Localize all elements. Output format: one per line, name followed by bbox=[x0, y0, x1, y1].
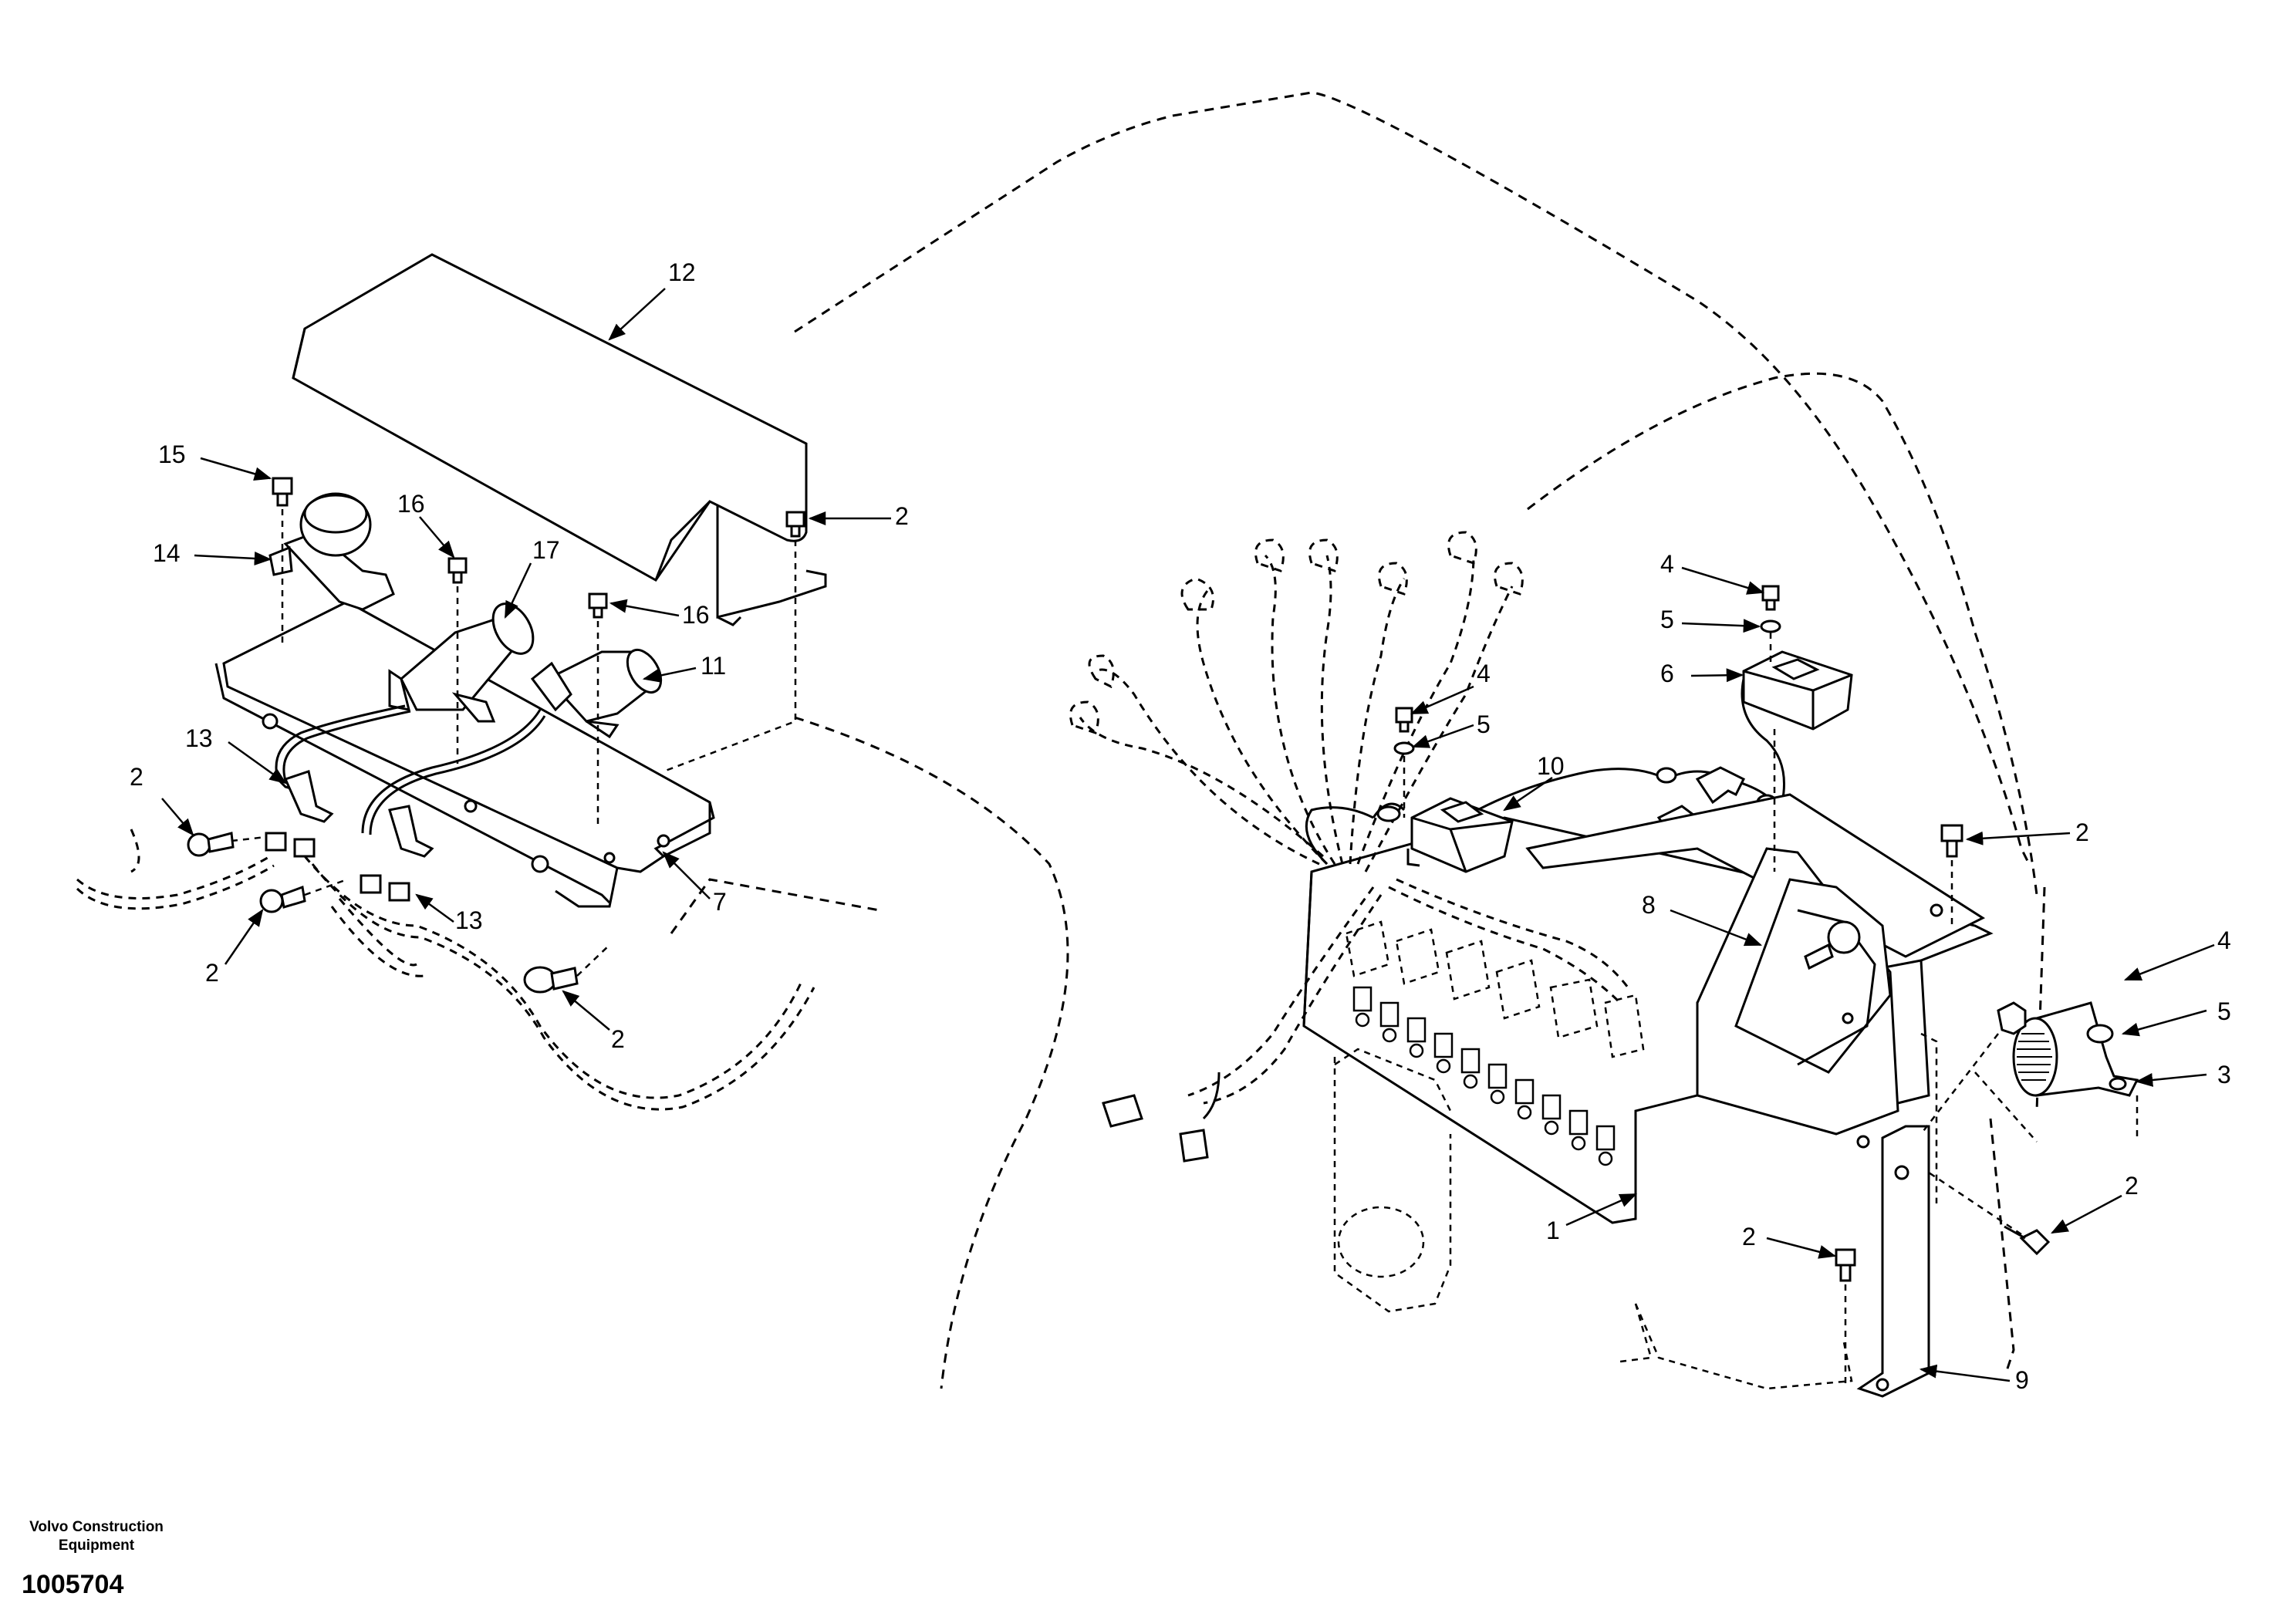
document-number: 1005704 bbox=[22, 1570, 124, 1599]
left-harness-dashed bbox=[76, 829, 815, 1111]
callout-13-a: 13 bbox=[185, 724, 213, 752]
callout-4-c: 4 bbox=[2217, 926, 2231, 954]
left-alignment-lines bbox=[231, 509, 797, 977]
right-alignment-lines bbox=[1403, 633, 2139, 1389]
manufacturer-label: Volvo Construction Equipment bbox=[8, 1518, 185, 1555]
callout-7: 7 bbox=[713, 888, 727, 916]
capacitor-17 bbox=[388, 602, 535, 723]
horn-3 bbox=[2012, 1001, 2139, 1097]
callout-5-b: 5 bbox=[1477, 710, 1491, 738]
manufacturer-line-1: Volvo Construction bbox=[29, 1519, 164, 1535]
callout-2-g: 2 bbox=[1742, 1223, 1756, 1250]
callout-5-a: 5 bbox=[1660, 606, 1674, 633]
callout-5-c: 5 bbox=[2217, 997, 2231, 1025]
cable-clips-13 bbox=[283, 770, 434, 858]
right-bolts bbox=[1393, 585, 2114, 1282]
callout-11: 11 bbox=[701, 652, 726, 680]
left-connectors bbox=[265, 832, 410, 902]
cover-plate bbox=[292, 253, 827, 626]
holder-bracket bbox=[1696, 847, 1899, 1149]
callout-15: 15 bbox=[158, 440, 186, 468]
left-bolts bbox=[187, 477, 805, 994]
callout-16-b: 16 bbox=[682, 601, 710, 629]
callout-numbers: 12 15 14 2 16 17 16 11 13 2 2 13 7 2 4 5… bbox=[130, 258, 2231, 1394]
callout-2-f: 2 bbox=[2125, 1172, 2139, 1200]
stay-bracket bbox=[1856, 1125, 1930, 1398]
manufacturer-line-2: Equipment bbox=[58, 1537, 135, 1554]
mounting-bracket bbox=[214, 600, 715, 908]
relay-component bbox=[268, 492, 395, 611]
callout-12: 12 bbox=[668, 258, 696, 286]
callout-14: 14 bbox=[153, 539, 181, 567]
module-6 bbox=[1742, 650, 1853, 731]
callout-2-e: 2 bbox=[2075, 818, 2089, 846]
callout-13-b: 13 bbox=[455, 906, 483, 934]
callout-2-d: 2 bbox=[611, 1025, 625, 1053]
callout-leaders bbox=[161, 288, 2215, 1382]
callout-2-c: 2 bbox=[205, 959, 219, 987]
callout-6: 6 bbox=[1660, 660, 1674, 687]
callout-1: 1 bbox=[1546, 1217, 1560, 1244]
board-dashed-components bbox=[1333, 920, 1853, 1390]
callout-4-a: 4 bbox=[1660, 550, 1674, 578]
callout-9: 9 bbox=[2015, 1366, 2029, 1394]
callout-4-b: 4 bbox=[1477, 660, 1491, 687]
wire-harness-loops bbox=[1069, 531, 1629, 1105]
callout-3: 3 bbox=[2217, 1061, 2231, 1088]
callout-2-a: 2 bbox=[895, 502, 909, 530]
callout-8: 8 bbox=[1642, 891, 1656, 919]
callout-10: 10 bbox=[1537, 752, 1565, 780]
fuse-terminals bbox=[1352, 986, 1616, 1166]
left-wiring bbox=[275, 704, 546, 835]
module-10 bbox=[1406, 797, 1514, 873]
callout-2-b: 2 bbox=[130, 763, 144, 791]
cab-outline bbox=[670, 91, 2046, 1389]
callout-17: 17 bbox=[532, 536, 560, 564]
callout-16-a: 16 bbox=[397, 490, 425, 518]
